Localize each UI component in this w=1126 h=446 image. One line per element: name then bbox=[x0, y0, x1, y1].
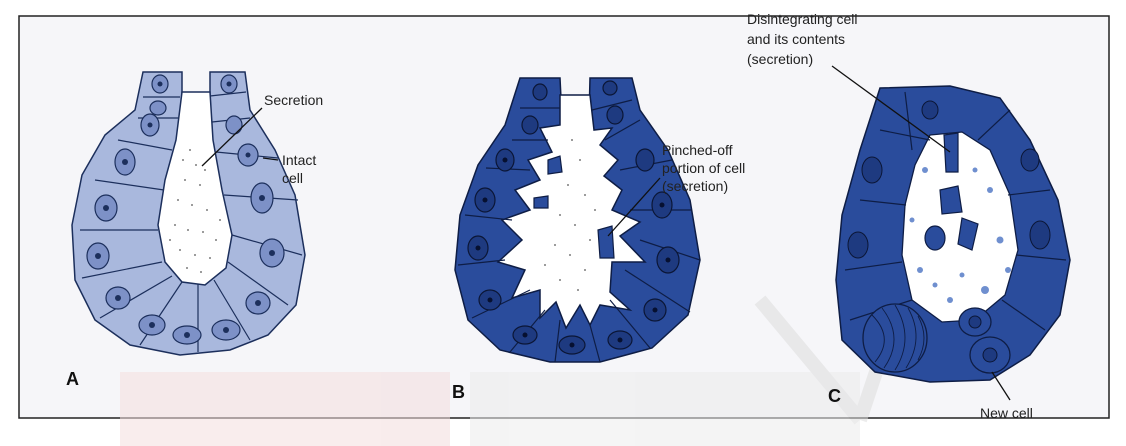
dividing-cell bbox=[863, 304, 927, 372]
label-new-cell: New cell bbox=[980, 405, 1033, 421]
panel-letter-b: B bbox=[452, 382, 465, 402]
label-disintegrating-line2: and its contents bbox=[747, 31, 845, 47]
panel-letter-c: C bbox=[828, 386, 841, 406]
label-pinched-off-line2: portion of cell bbox=[662, 160, 745, 176]
label-intact-cell-line2: cell bbox=[282, 170, 303, 186]
label-disintegrating-line1: Disintegrating cell bbox=[747, 11, 858, 27]
label-pinched-off-line3: (secretion) bbox=[662, 178, 728, 194]
label-disintegrating-line3: (secretion) bbox=[747, 51, 813, 67]
label-secretion-a: Secretion bbox=[264, 92, 323, 108]
label-pinched-off-line1: Pinched-off bbox=[662, 142, 733, 158]
panel-letter-a: A bbox=[66, 369, 79, 389]
label-intact-cell-line1: Intact bbox=[282, 152, 316, 168]
